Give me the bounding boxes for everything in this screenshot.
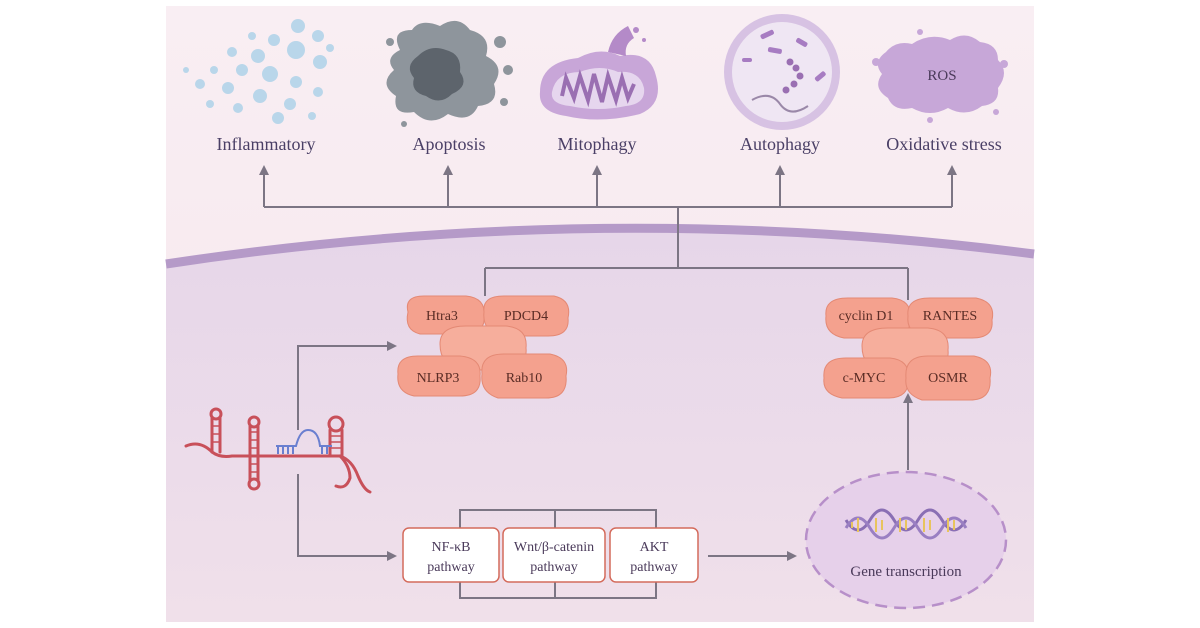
pathway-box-wnt: Wnt/β-catenin pathway <box>502 527 606 583</box>
apoptosis-icon <box>386 20 513 127</box>
lncrna-icon <box>184 407 372 494</box>
outcome-label-autophagy: Autophagy <box>740 134 820 154</box>
protein-label-nlrp3: NLRP3 <box>417 371 460 386</box>
pathway-wnt-line2: pathway <box>530 560 577 575</box>
inflammatory-icon <box>183 19 334 124</box>
rung-lines <box>212 425 342 473</box>
pathway-nfkb-line2: pathway <box>427 560 474 575</box>
outcome-label-mitophagy: Mitophagy <box>558 134 637 154</box>
pathway-akt-line1: AKT <box>640 540 669 555</box>
mitophagy-icon <box>539 26 658 120</box>
protein-label-c-myc: c-MYC <box>843 371 886 386</box>
pathway-box-nfkb: NF-κB pathway <box>402 527 500 583</box>
nucleus <box>804 470 1008 610</box>
cell-membrane <box>165 223 1035 269</box>
gene-transcription-label: Gene transcription <box>850 564 962 580</box>
ros-icon: ROS <box>872 29 1008 123</box>
autophagy-icon <box>724 14 840 130</box>
pathway-nfkb-line1: NF-κB <box>432 540 471 555</box>
protein-label-rantes: RANTES <box>923 309 977 324</box>
rna-arrows <box>297 341 913 561</box>
protein-label-osmr: OSMR <box>928 371 968 386</box>
protein-label-rab10: Rab10 <box>506 371 543 386</box>
outcome-label-oxidative-stress: Oxidative stress <box>886 134 1001 154</box>
protein-label-pdcd4: PDCD4 <box>504 309 548 324</box>
pathway-wnt-line1: Wnt/β-catenin <box>514 540 594 555</box>
dna-rungs <box>851 518 955 532</box>
protein-label-cyclin-d1: cyclin D1 <box>839 309 894 324</box>
mirna-icon <box>276 428 332 454</box>
left-protein-cluster: Htra3 PDCD4 NLRP3 Rab10 <box>397 295 570 399</box>
outcome-label-inflammatory: Inflammatory <box>217 134 316 154</box>
pathway-akt-line2: pathway <box>630 560 677 575</box>
pathway-box-akt: AKT pathway <box>609 527 699 583</box>
outcome-connector <box>259 165 957 300</box>
right-protein-cluster: cyclin D1 RANTES c-MYC OSMR <box>823 297 994 401</box>
outcome-label-apoptosis: Apoptosis <box>412 134 485 154</box>
protein-label-htra3: Htra3 <box>426 309 458 324</box>
ros-label: ROS <box>927 68 956 84</box>
